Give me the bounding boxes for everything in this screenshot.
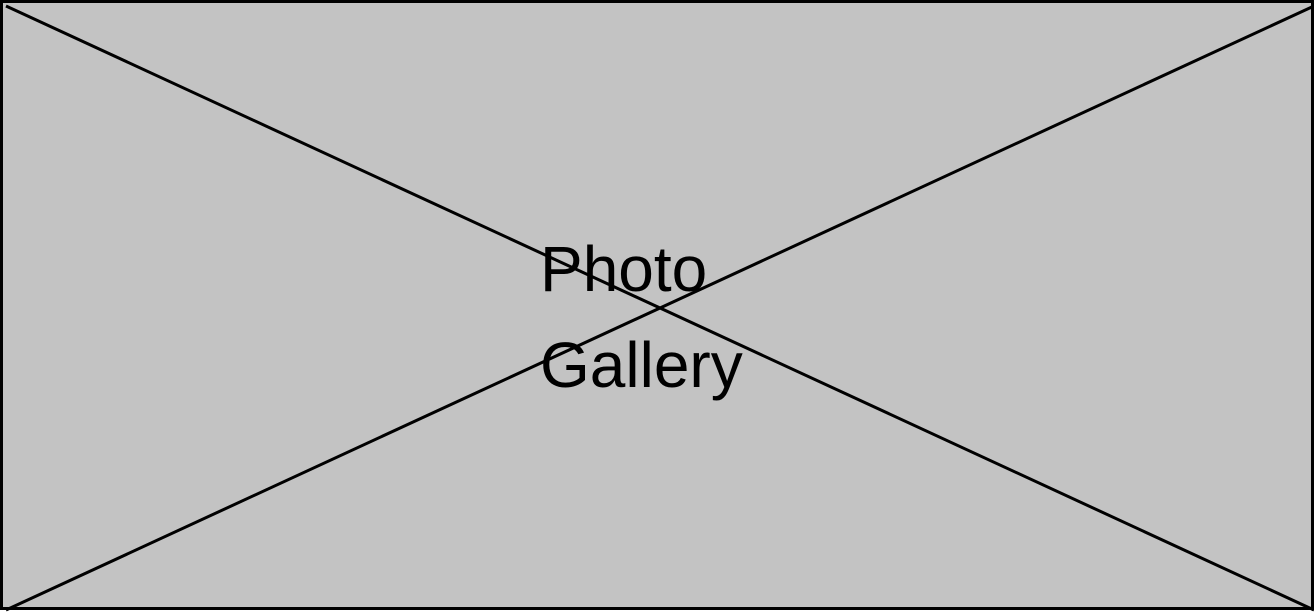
caption-line-photo: Photo <box>540 233 708 305</box>
caption-line-gallery: Gallery <box>540 329 743 401</box>
diagonal-line-right <box>5 4 1314 612</box>
cross-lines-icon <box>5 4 1314 612</box>
placeholder-caption: Photo Gallery <box>540 221 743 413</box>
